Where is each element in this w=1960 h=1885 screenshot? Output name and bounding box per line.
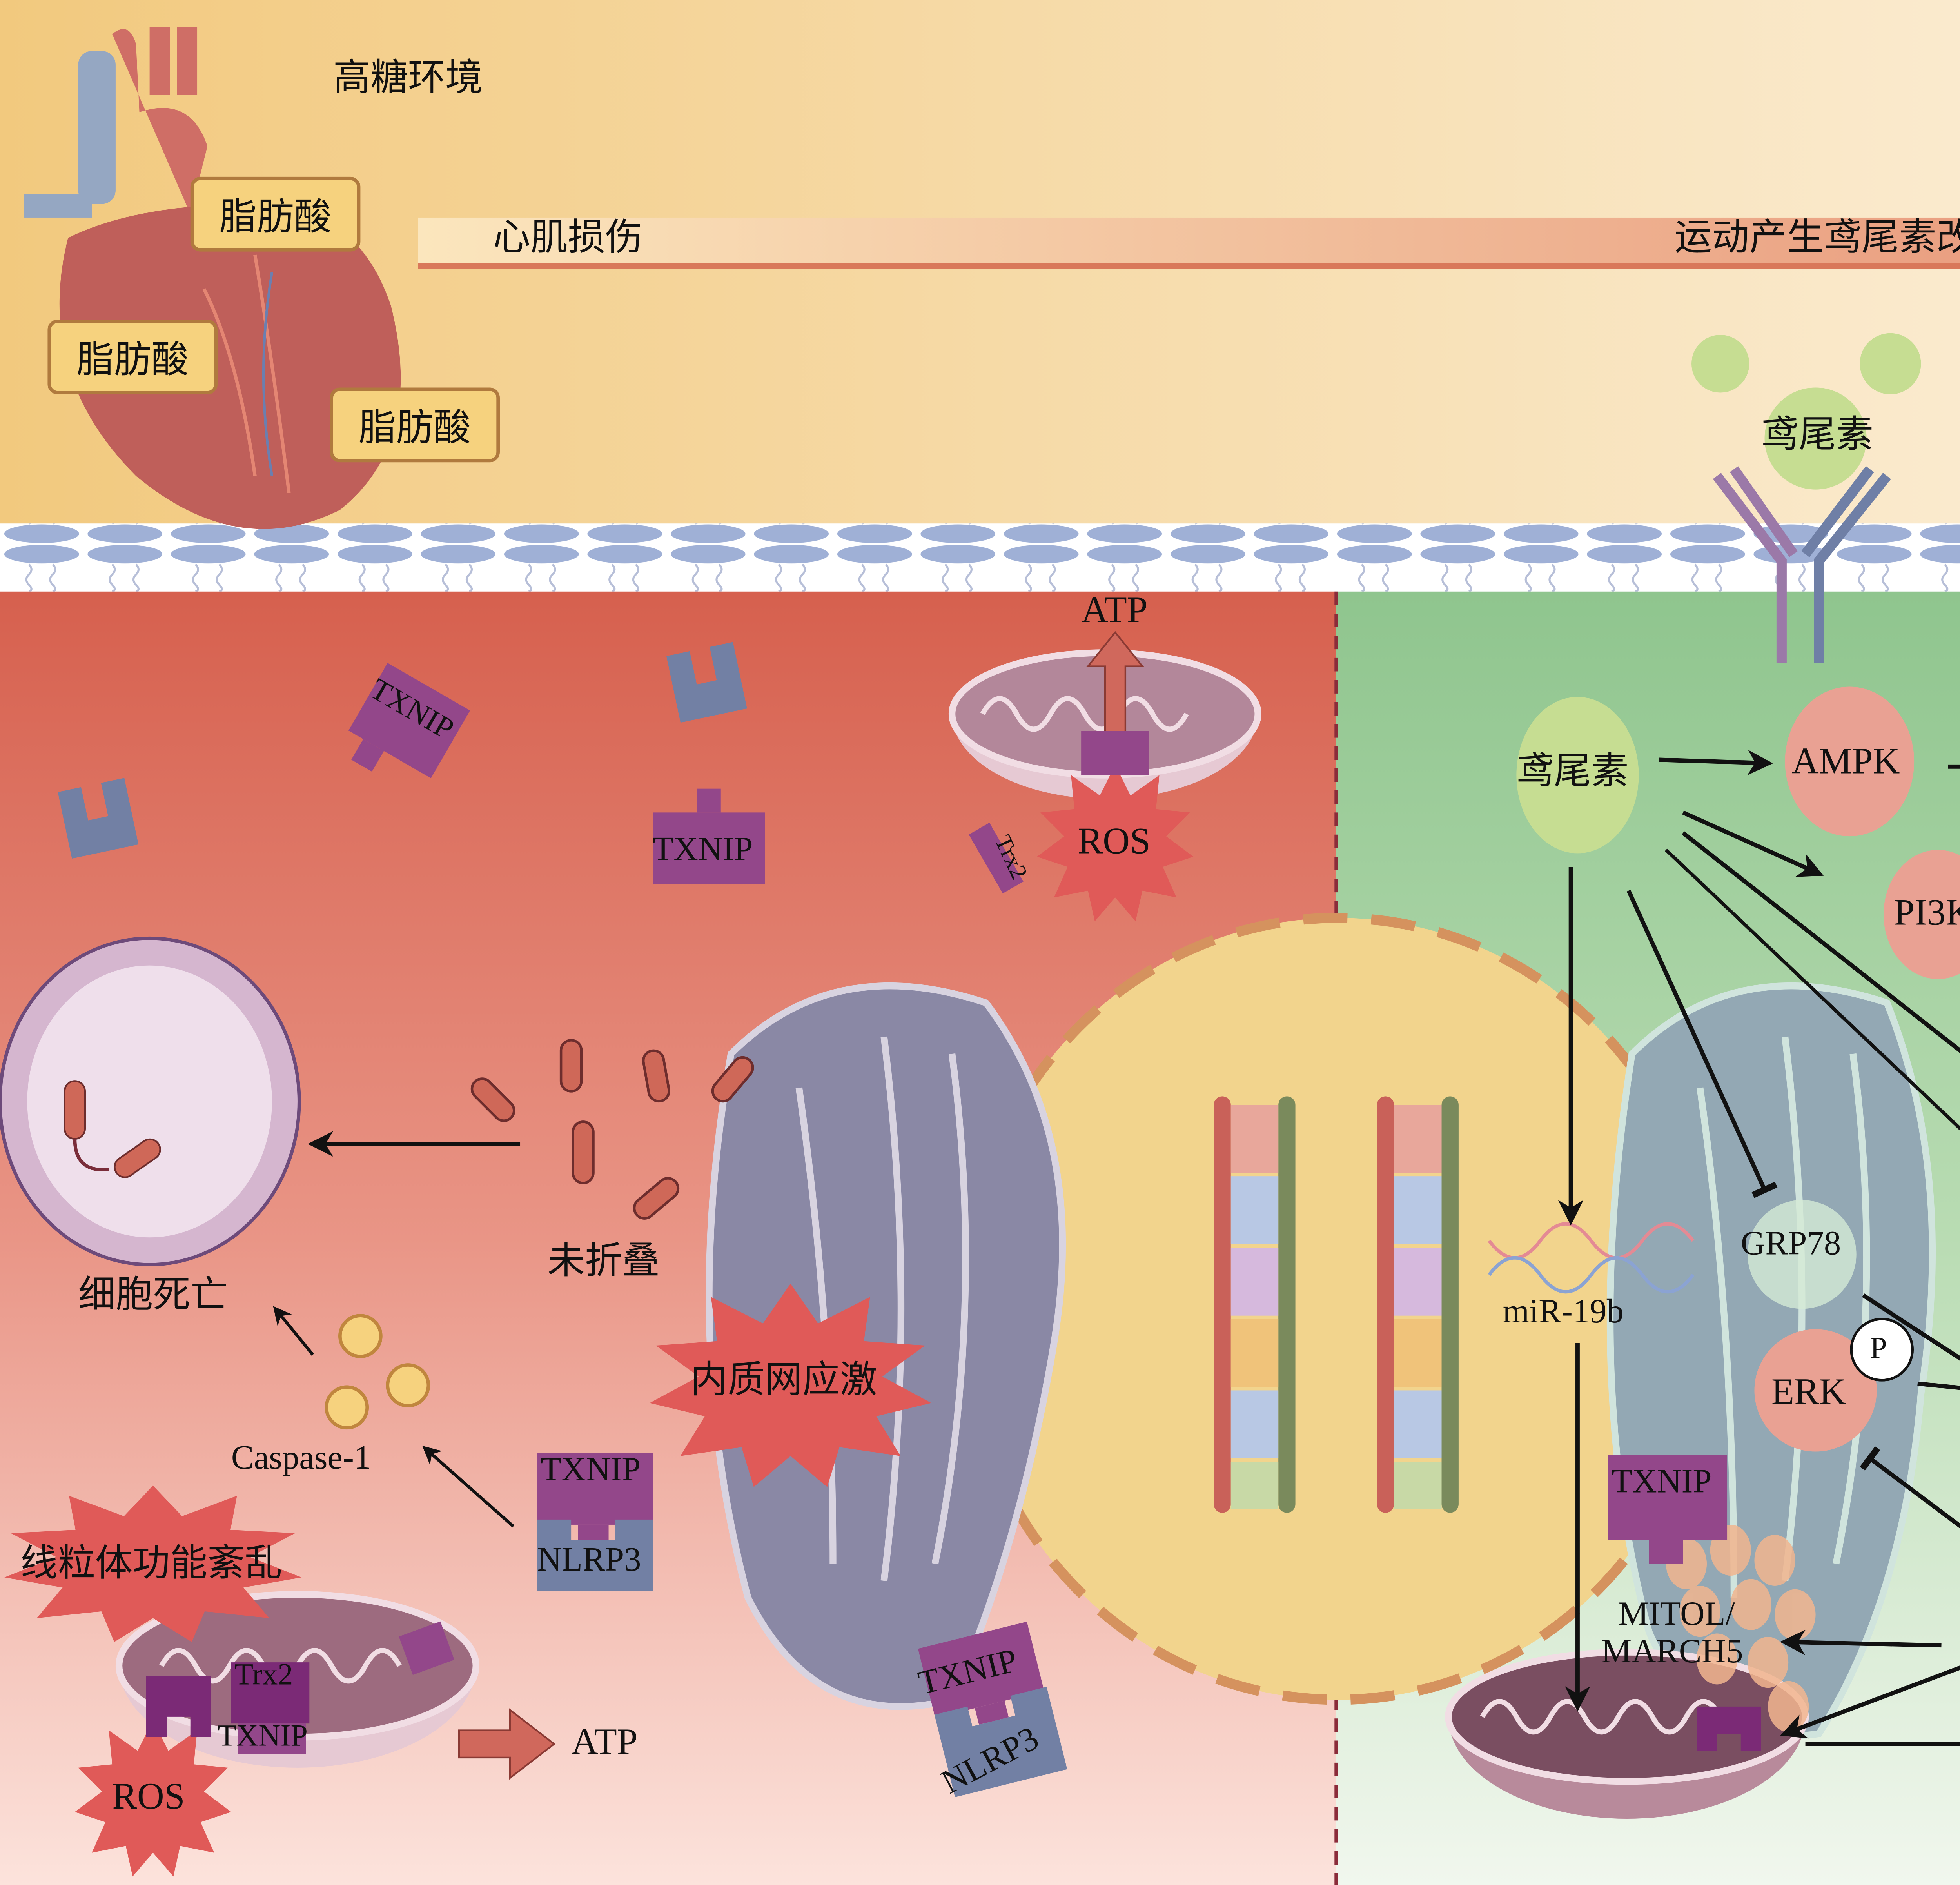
cell-membrane <box>0 523 1960 592</box>
txnip-label-left-mito: TXNIP <box>218 1718 308 1752</box>
mirna-label: miR-19b <box>1503 1293 1624 1331</box>
mirna-helix-icon <box>1488 1222 1695 1294</box>
ros-label-bottom-left: ROS <box>112 1774 185 1817</box>
irisin-label-pathway: 鸢尾素 <box>1516 751 1629 794</box>
unfolded-proteins <box>470 1039 754 1220</box>
chromosome-right <box>1377 1096 1459 1513</box>
dying-cell-left <box>0 936 301 1266</box>
pi3k-node <box>1884 850 1960 979</box>
txnip-shape-mito <box>1081 731 1149 775</box>
txnip-shape-er <box>1608 1455 1728 1564</box>
ros-label-top-left: ROS <box>1078 819 1151 862</box>
atp-label-bottom: ATP <box>571 1720 638 1763</box>
nlrp3-shape-floating-2 <box>58 778 139 859</box>
txnip-nlrp3-complex-left <box>537 1453 653 1591</box>
mitol-label-line1: MITOL/ <box>1618 1596 1735 1634</box>
atp-label-top: ATP <box>1081 588 1148 631</box>
unfolded-label: 未折叠 <box>547 1240 660 1284</box>
phospho-label: P <box>1870 1331 1887 1365</box>
ampk-label: AMPK <box>1791 739 1900 782</box>
irisin-node-top <box>1516 697 1639 854</box>
mito-dysfunction-label: 线粒体功能紊乱 <box>20 1543 282 1586</box>
nlrp3-label-complex: NLRP3 <box>537 1542 641 1579</box>
progress-arrow <box>418 217 1960 269</box>
high-glucose-label: 高糖环境 <box>333 58 483 100</box>
txnip-shape-floating-2 <box>653 812 765 884</box>
er-stress-label: 内质网应激 <box>690 1360 877 1402</box>
txnip-nlrp3-complex-bottom <box>918 1622 1067 1798</box>
phospho-badge <box>1850 1318 1914 1382</box>
grp78-node <box>1748 1200 1857 1309</box>
txnip-shape-floating-1 <box>348 663 470 778</box>
atp-arrow-right <box>458 1708 556 1780</box>
cell-death-label-left: 细胞死亡 <box>78 1275 228 1318</box>
erk-label: ERK <box>1771 1370 1846 1413</box>
left-arrows <box>273 1131 521 1528</box>
caspase-label: Caspase-1 <box>231 1440 371 1477</box>
fatty-acid-box-1: 脂肪酸 <box>190 176 361 252</box>
exercise-irisin-label: 运动产生鸢尾素改善心肌损伤 <box>1674 217 1960 260</box>
trx2-shape-ros <box>969 823 1024 893</box>
irisin-label-receptor-1: 鸢尾素 <box>1761 414 1874 458</box>
irisin-receptor-1 <box>1691 333 1921 663</box>
mitol-label-line2: MARCH5 <box>1601 1633 1743 1671</box>
trx2-label-left: Trx2 <box>234 1657 293 1691</box>
pi3k-label: PI3K <box>1894 890 1960 933</box>
txnip-shape-mito-right <box>1697 1706 1761 1751</box>
txnip-label-complex: TXNIP <box>541 1451 641 1489</box>
pathway-arrows <box>1558 750 1960 1746</box>
erk-node <box>1754 1329 1877 1452</box>
fatty-acid-box-2: 脂肪酸 <box>47 320 218 394</box>
ampk-node <box>1785 686 1915 837</box>
chromosome-left <box>1214 1096 1296 1513</box>
trx2-txnip-left-mito <box>146 1621 455 1754</box>
txnip-label-floating-2: TXNIP <box>653 831 753 869</box>
heart-diseased-icon <box>24 27 401 529</box>
grp78-label: GRP78 <box>1740 1225 1841 1263</box>
myocardial-injury-label: 心肌损伤 <box>493 217 643 260</box>
caspase-granules <box>325 1314 430 1430</box>
txnip-label-er: TXNIP <box>1612 1463 1712 1501</box>
fatty-acid-box-3: 脂肪酸 <box>330 387 500 463</box>
